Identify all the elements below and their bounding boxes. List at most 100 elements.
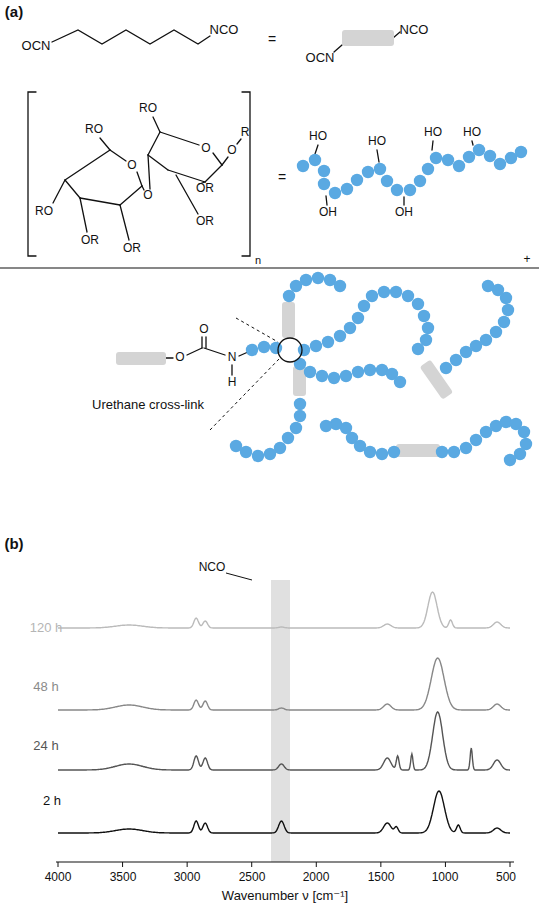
glucose-bead: [442, 154, 454, 166]
glucose-bead: [391, 184, 403, 196]
glucose-bead: [340, 370, 352, 382]
glucose-bead: [430, 152, 442, 164]
tick-label: 500: [496, 871, 516, 884]
glucose-bead: [484, 150, 496, 162]
atom-label: O: [199, 323, 208, 336]
tick-label: 1500: [368, 871, 395, 884]
glucose-bead: [294, 410, 306, 422]
leader-line: [226, 573, 252, 580]
time-label: 24 h: [33, 739, 58, 753]
bond: [80, 198, 120, 205]
glucose-bead: [440, 362, 452, 374]
glucose-bead: [422, 322, 434, 334]
atom-label: HO: [368, 135, 386, 148]
glucose-bead: [362, 166, 374, 178]
time-label: 120 h: [30, 621, 63, 635]
axis-tick: [187, 862, 188, 867]
linker-block: [282, 302, 295, 338]
glucose-bead: [282, 432, 294, 444]
time-label: 2 h: [43, 794, 61, 808]
glucose-bead: [453, 160, 465, 172]
glucose-bead: [258, 341, 270, 353]
glucose-bead: [300, 274, 312, 286]
glucose-bead: [320, 420, 332, 432]
bond: [148, 155, 150, 189]
bond: [222, 157, 228, 165]
axis-ticks: [58, 862, 510, 867]
glucose-bead: [312, 272, 324, 284]
glucose-bead: [450, 354, 462, 366]
atom-label: OR: [81, 234, 99, 247]
bond: [168, 170, 205, 182]
repeat-bracket: [28, 92, 36, 256]
tick-label: 2000: [303, 871, 330, 884]
glucose-bead-chains: [230, 144, 532, 466]
glucose-bead: [394, 376, 406, 388]
glucose-bead: [294, 398, 306, 410]
bond: [205, 337, 206, 348]
glucose-bead: [378, 286, 390, 298]
bond: [201, 337, 202, 348]
bond: [472, 141, 473, 145]
glucose-bead: [334, 280, 346, 292]
atom-label: OH: [395, 206, 413, 219]
bond: [120, 205, 129, 240]
axis-tick: [510, 862, 511, 867]
glucose-bead: [494, 158, 506, 170]
glucose-bead: [498, 316, 510, 328]
atom-label: NCO: [210, 23, 239, 37]
glucose-bead: [490, 326, 502, 338]
glucose-bead: [463, 151, 475, 163]
axis-tick: [58, 862, 59, 867]
tick-label: 2500: [239, 871, 266, 884]
atom-label: OR: [196, 182, 214, 195]
atom-label: O: [143, 189, 152, 202]
atom-label: O: [175, 351, 184, 364]
atom-label: RO: [139, 102, 157, 115]
glucose-bead: [381, 175, 393, 187]
atom-label: OCN: [22, 39, 51, 53]
glucose-bead: [264, 448, 276, 460]
glucose-bead: [318, 165, 330, 177]
glucose-bead: [414, 175, 426, 187]
glucose-bead: [436, 446, 448, 458]
glucose-bead: [388, 446, 400, 458]
glucose-bead: [518, 426, 530, 438]
tick-label: 3500: [110, 871, 137, 884]
bond: [237, 139, 241, 144]
bond: [80, 198, 87, 232]
glucose-bead: [310, 340, 322, 352]
glucose-bead: [297, 160, 309, 172]
glucose-bead: [504, 454, 516, 466]
glucose-bead: [412, 298, 424, 310]
bond: [148, 132, 160, 155]
zoom-line: [210, 358, 280, 430]
spectrum-trace: [58, 712, 510, 770]
bond: [187, 348, 202, 355]
atom-label: RO: [35, 205, 53, 218]
zoom-line: [236, 318, 278, 342]
chemical-structures: [28, 30, 473, 375]
nco-band: [271, 580, 290, 862]
glucose-bead: [460, 442, 472, 454]
atom-label: OH: [319, 206, 337, 219]
bond: [100, 138, 110, 150]
panel-divider: [0, 267, 539, 268]
glucose-bead: [480, 334, 492, 346]
glucose-bead: [418, 310, 430, 322]
glucose-bead: [358, 300, 370, 312]
glucose-bead: [290, 422, 302, 434]
glucose-bead: [364, 364, 376, 376]
glucose-bead: [328, 372, 340, 384]
glucose-bead: [304, 366, 316, 378]
axis-tick: [122, 862, 123, 867]
atom-label: HO: [463, 126, 481, 139]
spectrum-trace: [58, 791, 510, 833]
glucose-bead: [322, 336, 334, 348]
bond: [231, 365, 232, 375]
spectrum-trace: [58, 592, 510, 628]
atom-label: O: [201, 142, 210, 155]
bond: [65, 150, 110, 180]
glucose-bead: [334, 330, 346, 342]
